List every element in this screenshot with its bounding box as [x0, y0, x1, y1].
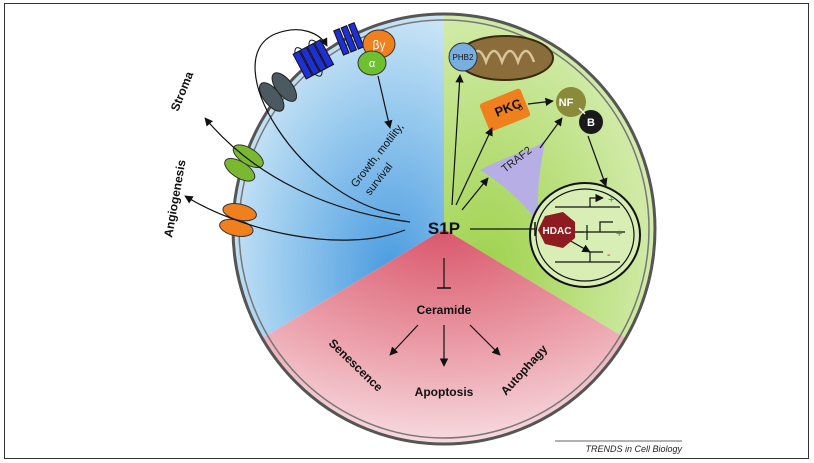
gene-plus-2: +	[616, 228, 622, 240]
g-beta-gamma-label: βγ	[373, 38, 386, 52]
g-alpha-label: α	[369, 58, 376, 70]
arrow-s1p-to-gpcr	[254, 29, 401, 216]
footer-label: TRENDS in Cell Biology	[585, 444, 682, 454]
hdac-label: HDAC	[543, 226, 572, 237]
nf-dash	[578, 107, 586, 115]
nucleus-inner	[535, 188, 635, 282]
gpcr-receptor-2	[333, 22, 365, 56]
arrow-s1p-to-pkc	[455, 127, 493, 206]
g-alpha	[357, 50, 387, 76]
arrow-pkc-to-nf	[527, 97, 554, 107]
nf-label: NF	[559, 97, 574, 109]
arrow-to-angiogenesis	[184, 195, 406, 241]
receptor-dark	[258, 72, 298, 112]
angiogenesis-label: Angiogenesis	[161, 158, 189, 238]
phb2-label: PHB2	[453, 53, 474, 62]
b-label: B	[587, 117, 595, 129]
pkc-node	[479, 88, 531, 132]
b-node	[579, 110, 603, 134]
ceramide-label: Ceramide	[417, 303, 472, 317]
figure-frame	[4, 3, 809, 459]
arrow-nf-to-nucleus	[587, 135, 608, 187]
arrow-to-stroma	[204, 117, 411, 223]
stroma-label: Stroma	[168, 69, 197, 113]
pkc-sub-label: δ	[516, 102, 524, 113]
nucleus-outer	[529, 182, 641, 288]
apoptosis-label: Apoptosis	[415, 385, 474, 399]
traf2-node	[480, 140, 545, 225]
arrow-to-autophagy	[469, 324, 501, 356]
arrow-traf2-to-nf	[539, 117, 563, 149]
receptor-green	[224, 144, 264, 182]
receptor-orange	[219, 203, 257, 237]
arrow-gprotein-to-growth	[377, 75, 393, 129]
arrow-to-senescence	[389, 324, 419, 356]
gene-minus: -	[607, 249, 611, 261]
nf-node	[556, 87, 586, 117]
s1p-label: S1P	[428, 219, 460, 238]
phb2-node	[448, 42, 478, 72]
hdac-node	[538, 212, 575, 248]
arrow-s1p-to-phb2	[451, 74, 464, 206]
gene-plus-1: +	[608, 194, 614, 206]
gpcr-receptor	[292, 38, 335, 80]
arrow-s1p-to-traf2	[461, 177, 489, 211]
